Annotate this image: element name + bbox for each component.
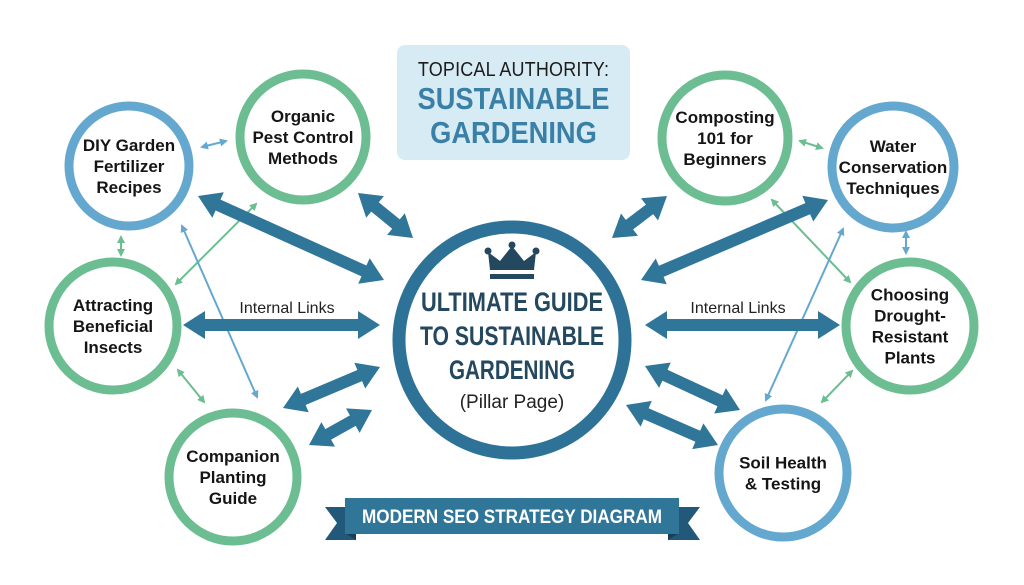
banner-body <box>345 498 679 534</box>
link-attracting-companion <box>176 368 206 404</box>
arrow-pillar-water <box>641 195 828 285</box>
cluster-label-line: Attracting <box>73 296 153 315</box>
cluster-label-line: Conservation <box>839 158 948 177</box>
cluster-node-soil-health[interactable]: Soil Health & Testing <box>714 404 852 542</box>
primary-links <box>183 192 840 450</box>
arrow-pillar-attracting <box>183 311 380 339</box>
cluster-circle[interactable] <box>827 101 959 233</box>
topic-header: TOPICAL AUTHORITY: SUSTAINABLE GARDENING <box>397 45 630 160</box>
cluster-circle[interactable] <box>235 69 371 205</box>
cluster-label-line: 101 for <box>697 129 753 148</box>
cluster-circle[interactable] <box>44 257 182 395</box>
cluster-circle[interactable] <box>657 70 793 206</box>
arrow-pillar-choosing <box>645 311 840 339</box>
cluster-label-line: Guide <box>209 489 257 508</box>
banner-text: MODERN SEO STRATEGY DIAGRAM <box>362 507 662 528</box>
cluster-circle[interactable] <box>164 408 302 546</box>
cluster-label-line: Recipes <box>96 178 161 197</box>
pillar-title-line-2: TO SUSTAINABLE <box>420 321 604 351</box>
arrow-pillar-organic <box>358 193 413 238</box>
cluster-label-line: Beneficial <box>73 317 153 336</box>
cluster-circle[interactable] <box>714 404 852 542</box>
cluster-label-line: Organic <box>271 107 335 126</box>
cluster-circle[interactable] <box>64 101 194 231</box>
cluster-label-line: Water <box>870 137 917 156</box>
cluster-label-line: & Testing <box>745 475 821 494</box>
cluster-label-line: Insects <box>84 338 143 357</box>
pillar-subtitle: (Pillar Page) <box>460 392 565 413</box>
arrow-pillar-soil-a <box>645 362 740 414</box>
link-diy-companion <box>180 224 259 399</box>
topic-title-line-1: SUSTAINABLE <box>417 81 610 116</box>
cluster-label-line: Drought- <box>874 307 946 326</box>
crown-icon <box>484 241 540 279</box>
cluster-label-line: DIY Garden <box>83 136 175 155</box>
topic-title-line-2: GARDENING <box>430 115 597 150</box>
pillar-circle[interactable] <box>392 220 632 460</box>
topic-label: TOPICAL AUTHORITY: <box>417 59 610 81</box>
arrow-pillar-soil-b <box>626 400 718 450</box>
cluster-label-line: Plants <box>884 349 935 368</box>
arrow-pillar-composting <box>612 196 667 238</box>
cluster-label-line: Beginners <box>683 150 766 169</box>
link-composting-water <box>798 139 824 150</box>
cluster-label-line: Techniques <box>846 179 939 198</box>
cluster-label-line: Soil Health <box>739 454 827 473</box>
arrow-pillar-companion-b <box>309 408 372 447</box>
link-water-soil <box>764 227 845 402</box>
link-choosing-soil <box>820 369 854 404</box>
cluster-label-line: Companion <box>186 447 280 466</box>
cluster-label-line: Methods <box>268 149 338 168</box>
internal-links-label-right: Internal Links <box>690 300 785 317</box>
cluster-label-line: Pest Control <box>252 128 353 147</box>
cluster-label-line: Composting <box>675 108 774 127</box>
cluster-circle[interactable] <box>841 257 979 395</box>
banner-fold-right <box>668 533 679 540</box>
pillar-node[interactable]: ULTIMATE GUIDE TO SUSTAINABLE GARDENING … <box>392 220 632 460</box>
link-diy-organic <box>200 138 228 150</box>
cluster-label-line: Planting <box>199 468 266 487</box>
pillar-title-line-3: GARDENING <box>449 355 575 385</box>
arrow-pillar-diy <box>198 192 384 284</box>
banner: MODERN SEO STRATEGY DIAGRAM <box>325 498 700 540</box>
internal-links-label-left: Internal Links <box>239 300 334 317</box>
pillar-title-line-1: ULTIMATE GUIDE <box>421 287 603 317</box>
arrow-pillar-companion-a <box>283 362 380 413</box>
cluster-label-line: Resistant <box>872 328 949 347</box>
cluster-label-line: Choosing <box>871 286 949 305</box>
banner-fold-left <box>345 533 356 540</box>
cluster-label-line: Fertilizer <box>94 157 165 176</box>
